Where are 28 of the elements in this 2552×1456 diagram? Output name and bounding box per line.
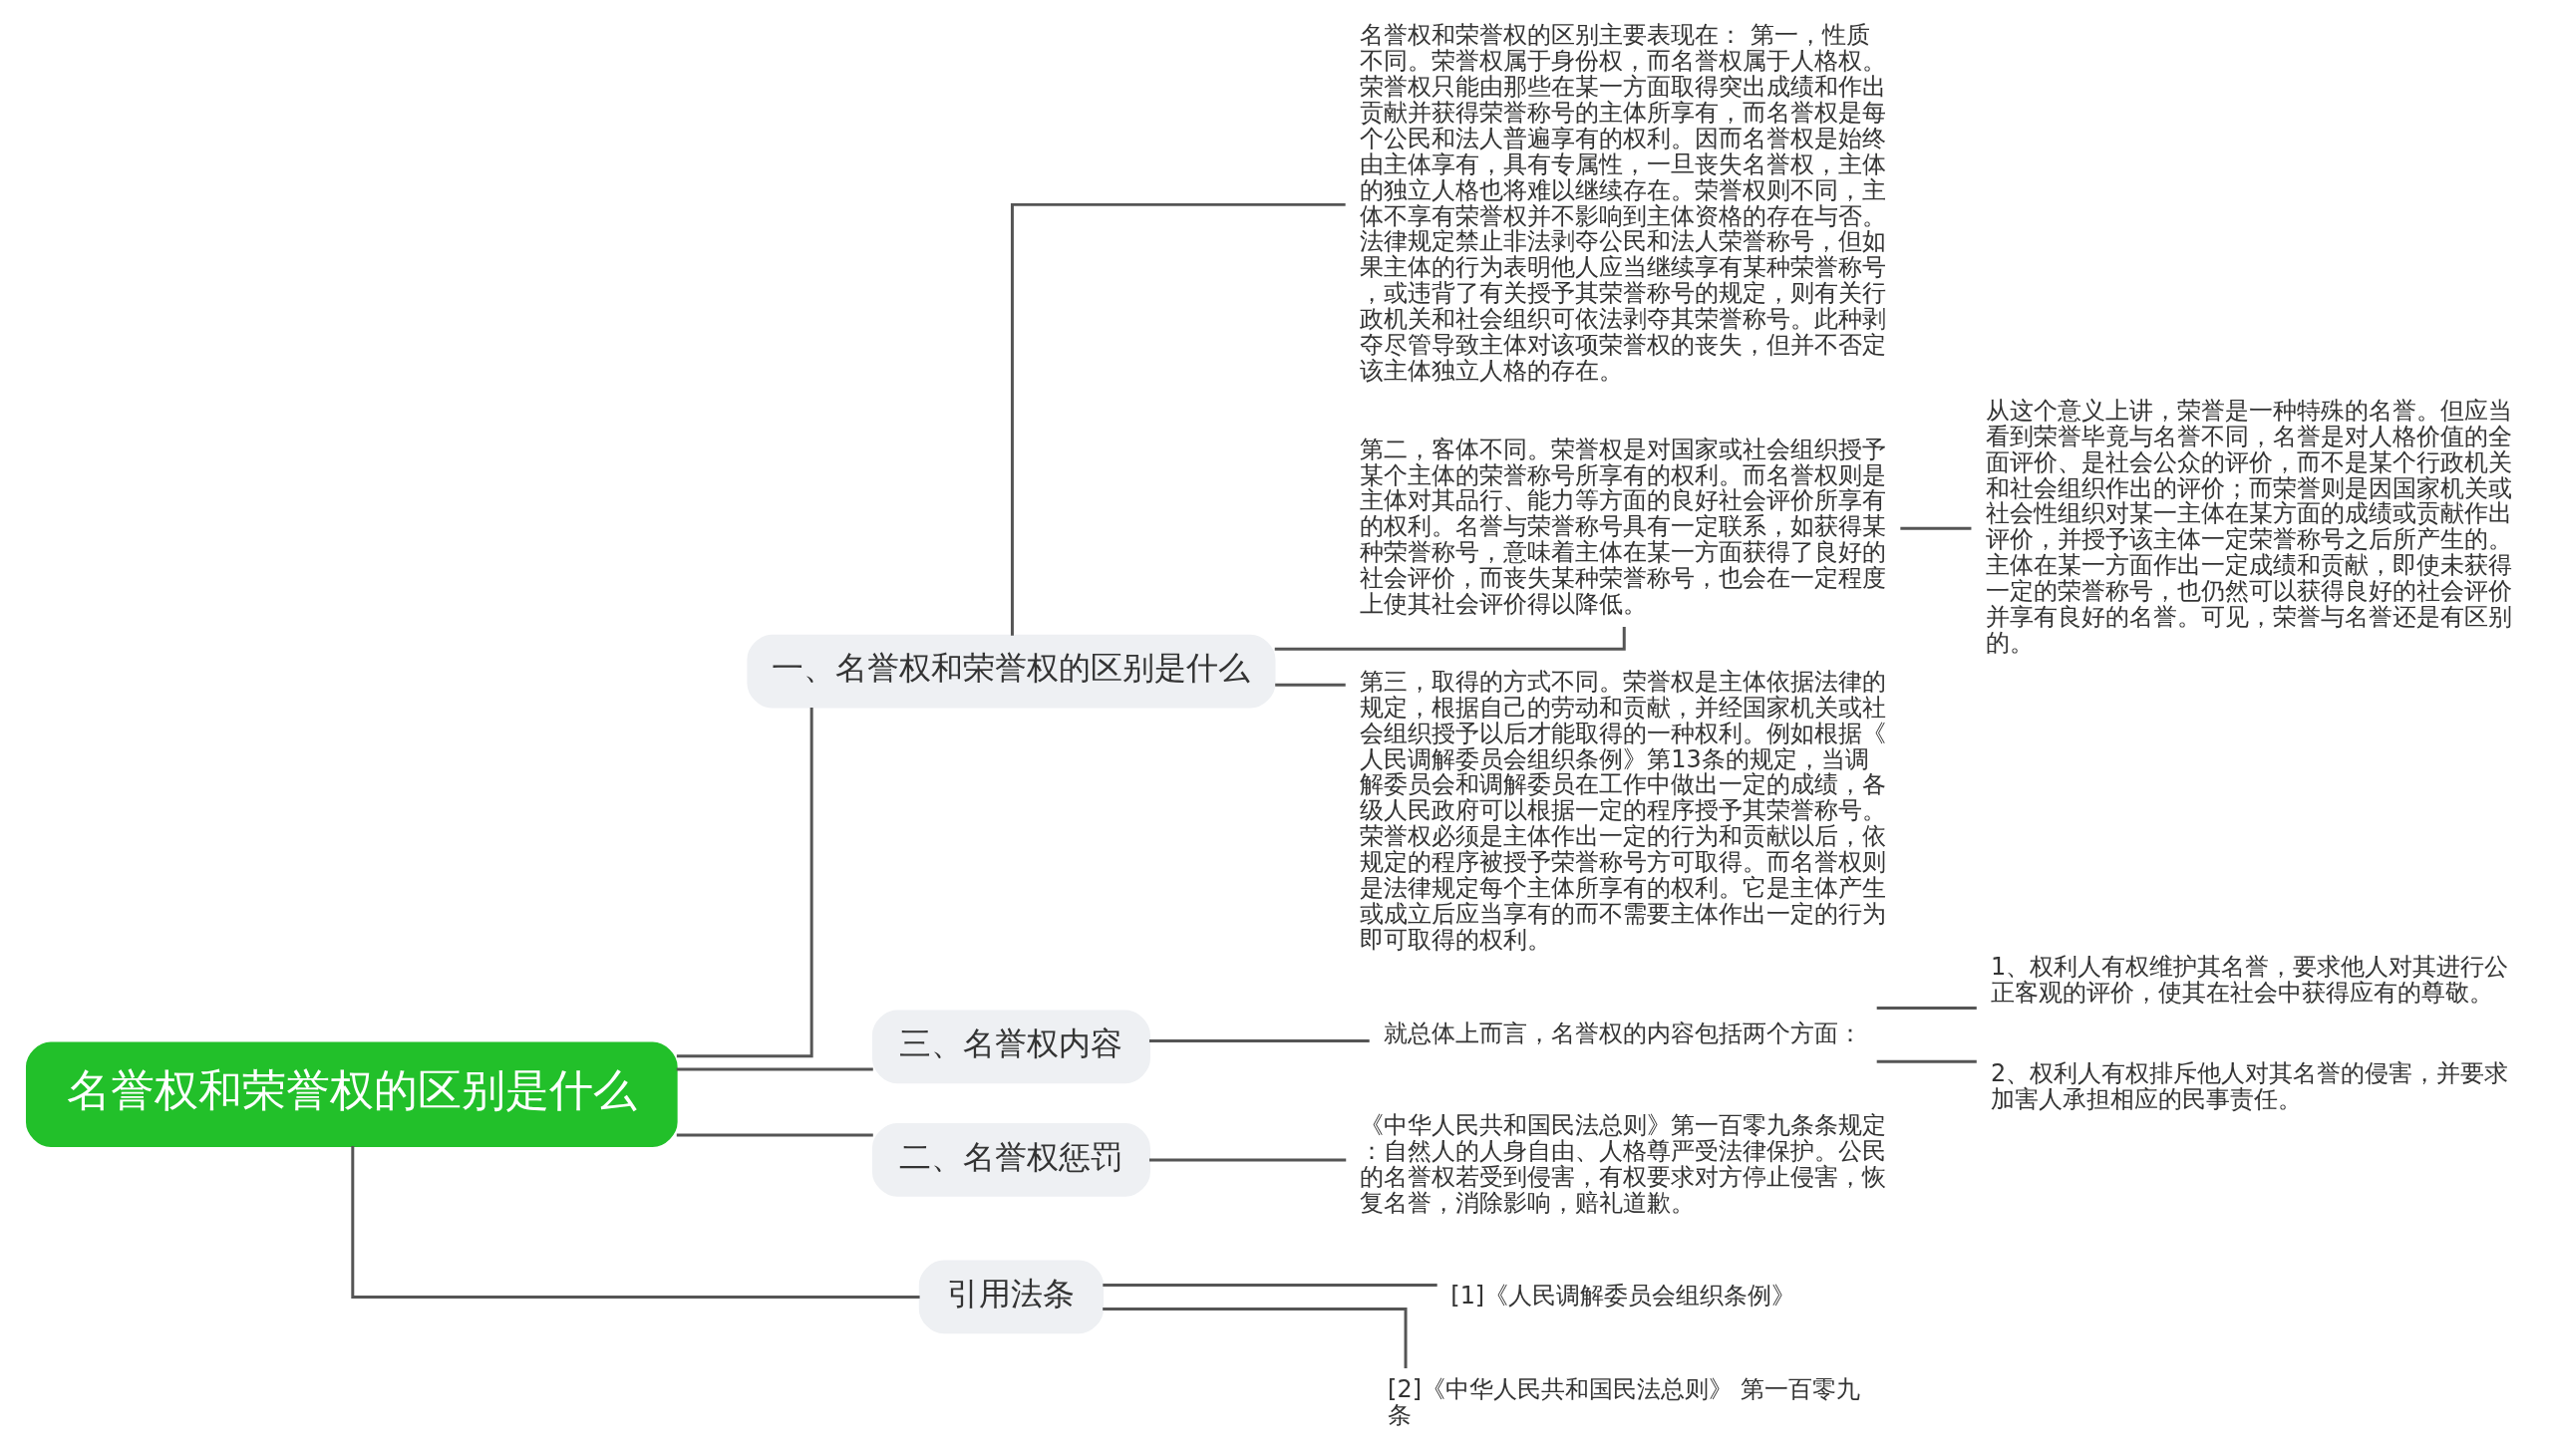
connector <box>1102 1284 1437 1287</box>
node-text: 第三，取得的方式不同。荣誉权是主体依据法律的规定，根据自己的劳动和贡献，并经国家机关或社会组织授予以后才能取得的一种权利。例如根据《人民调解委员会组织条例》第13条的规定，当调解委员会和调解委员在工作中做出一定的成绩，各级人民政府可以根据一定的程序授予其荣誉称号。荣誉权必须是主体作出一定的行为和贡献以后，依规定的程序被授予荣誉称号方可取得。而名誉权则是法律规定每个主体所享有的权利。它是主体产生或成立后应当享有的而不需要主体作出一定的行为即可取得的权利。 <box>1359 667 1886 954</box>
node-text: [1]《人民调解委员会组织条例》 <box>1449 1281 1795 1310</box>
node-text: 1、权利人有权维护其名誉，要求他人对其进行公正客观的评价，使其在社会中获得应有的尊敬。 <box>1990 952 2508 1007</box>
connector <box>350 1146 920 1299</box>
connector <box>676 708 813 1058</box>
node-text: 名誉权和荣誉权的区别主要表现在： 第一，性质不同。荣誉权属于身份权，而名誉权属于人格权。荣誉权只能由那些在某一方面取得突出成绩和作出贡献并获得荣誉称号的主体所享有，而名誉权是每个公民和法人普遍享有的权利。因而名誉权是始终由主体享有，具有专属性，一旦丧失名誉权，主体的独立人格也将难以继续存在。荣誉权则不同，主体不享有荣誉权并不影响到主体资格的存在与否。法律规定禁止非法剥夺公民和法人荣誉称号，但如果主体的行为表明他人应当继续享有某种荣誉称号，或违背了有关授予其荣誉称号的规定，则有关行政机关和社会组织可依法剥夺其荣誉称号。此种剥夺尽管导致主体对该项荣誉权的丧失，但并不否定该主体独立人格的存在。 <box>1359 21 1886 385</box>
connector <box>676 1067 873 1071</box>
node-box: 三、名誉权内容 <box>871 1010 1150 1084</box>
connector <box>1010 202 1346 636</box>
connector <box>1102 1307 1408 1368</box>
connector <box>1876 1007 1977 1010</box>
connector <box>1876 1059 1977 1063</box>
node-text: 第二，客体不同。荣誉权是对国家或社会组织授予某个主体的荣誉称号所享有的权利。而名誉权则是主体对其品行、能力等方面的良好社会评价所享有的权利。名誉与荣誉称号具有一定联系，如获得某种荣誉称号，意味着主体在某一方面获得了良好的社会评价，而丧失某种荣誉称号，也会在一定程度上使其社会评价得以降低。 <box>1359 435 1886 619</box>
connector <box>1899 526 1971 530</box>
node-text: [2]《中华人民共和国民法总则》 第一百零九条 <box>1387 1375 1860 1430</box>
node-text: 就总体上而言，名誉权的内容包括两个方面： <box>1383 1019 1862 1047</box>
connector <box>676 1133 873 1137</box>
node-box: 引用法条 <box>918 1260 1104 1334</box>
connector <box>1148 1038 1370 1042</box>
node-box: 二、名誉权惩罚 <box>871 1123 1150 1197</box>
connector <box>1148 1158 1346 1162</box>
node-text: 2、权利人有权排斥他人对其名誉的侵害，并要求加害人承担相应的民事责任。 <box>1990 1059 2508 1114</box>
node-text: 《中华人民共和国民法总则》第一百零九条条规定：自然人的人身自由、人格尊严受法律保护。公民的名誉权若受到侵害，有权要求对方停止侵害，恢复名誉，消除影响，赔礼道歉。 <box>1359 1111 1886 1217</box>
node-box: 一、名誉权和荣誉权的区别是什么 <box>746 634 1275 709</box>
connector <box>1274 683 1346 687</box>
node-text: 从这个意义上讲，荣誉是一种特殊的名誉。但应当看到荣誉毕竟与名誉不同，名誉是对人格价值的全面评价、是社会公众的评价，而不是某个行政机关和社会组织作出的评价；而荣誉则是因国家机关或社会性组织对某一主体在某方面的成绩或贡献作出评价，并授予该主体一定荣誉称号之后所产生的。主体在某一方面作出一定成绩和贡献，即使未获得一定的荣誉称号，也仍然可以获得良好的社会评价并享有良好的名誉。可见，荣誉与名誉还是有区别的。 <box>1985 396 2512 657</box>
node-box: 名誉权和荣誉权的区别是什么 <box>25 1041 678 1147</box>
